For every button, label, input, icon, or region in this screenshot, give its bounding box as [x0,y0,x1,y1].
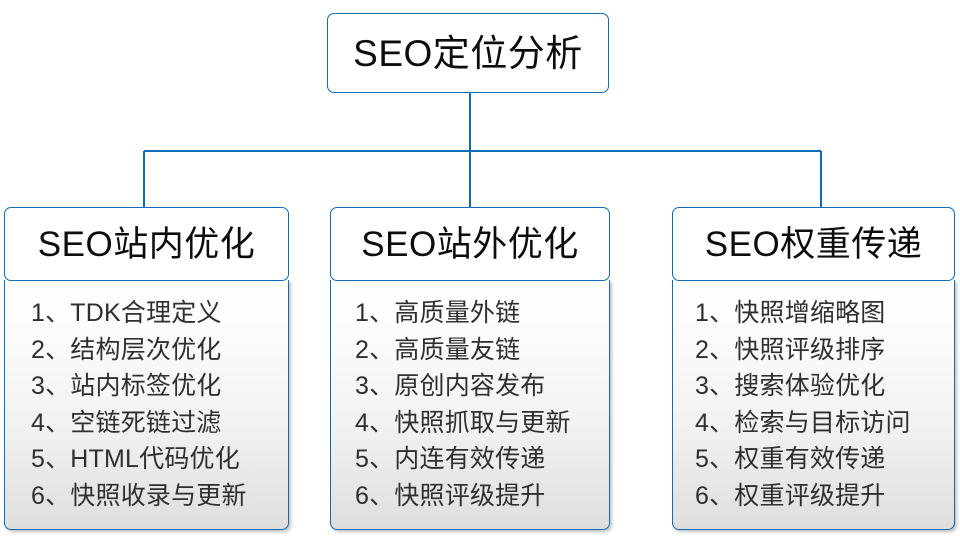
list-item: 5、权重有效传递 [695,445,886,473]
branch-column-on-site[interactable]: SEO站内优化 1、TDK合理定义 2、结构层次优化 3、站内标签优化 4、空链… [4,207,289,530]
branch-title-weight-transfer: SEO权重传递 [704,224,923,264]
list-item: 5、HTML代码优化 [31,445,240,473]
branch-header-on-site[interactable]: SEO站内优化 [4,207,289,281]
list-item: 6、权重评级提升 [695,481,886,510]
list-item: 5、内连有效传递 [355,445,546,473]
branch-list-weight-transfer: 1、快照增缩略图 2、快照评级排序 3、搜索体验优化 4、检索与目标访问 5、权… [673,295,954,514]
branch-list-off-site: 1、高质量外链 2、高质量友链 3、原创内容发布 4、快照抓取与更新 5、内连有… [331,295,609,514]
list-item: 3、原创内容发布 [355,372,546,400]
list-item: 2、结构层次优化 [31,335,222,364]
branch-body-on-site: 1、TDK合理定义 2、结构层次优化 3、站内标签优化 4、空链死链过滤 5、H… [4,280,289,530]
list-item: 3、搜索体验优化 [695,372,886,400]
root-node[interactable]: SEO定位分析 [327,13,609,93]
branch-title-on-site: SEO站内优化 [37,224,256,264]
list-item: 3、站内标签优化 [31,372,222,400]
list-item: 1、高质量外链 [355,299,521,327]
list-item: 2、高质量友链 [355,335,521,364]
list-item: 6、快照评级提升 [355,481,546,510]
list-item: 6、快照收录与更新 [31,481,247,510]
branch-header-off-site[interactable]: SEO站外优化 [330,207,610,281]
list-item: 1、TDK合理定义 [31,299,222,327]
branch-header-weight-transfer[interactable]: SEO权重传递 [672,207,955,281]
list-item: 4、检索与目标访问 [695,408,911,437]
branch-list-on-site: 1、TDK合理定义 2、结构层次优化 3、站内标签优化 4、空链死链过滤 5、H… [5,295,288,514]
root-node-label: SEO定位分析 [353,32,583,74]
branch-column-weight-transfer[interactable]: SEO权重传递 1、快照增缩略图 2、快照评级排序 3、搜索体验优化 4、检索与… [672,207,955,530]
list-item: 1、快照增缩略图 [695,299,886,327]
list-item: 2、快照评级排序 [695,335,886,364]
list-item: 4、空链死链过滤 [31,408,222,437]
branch-column-off-site[interactable]: SEO站外优化 1、高质量外链 2、高质量友链 3、原创内容发布 4、快照抓取与… [330,207,610,530]
branch-title-off-site: SEO站外优化 [361,224,579,264]
branch-body-weight-transfer: 1、快照增缩略图 2、快照评级排序 3、搜索体验优化 4、检索与目标访问 5、权… [672,280,955,530]
list-item: 4、快照抓取与更新 [355,408,571,437]
branch-body-off-site: 1、高质量外链 2、高质量友链 3、原创内容发布 4、快照抓取与更新 5、内连有… [330,280,610,530]
